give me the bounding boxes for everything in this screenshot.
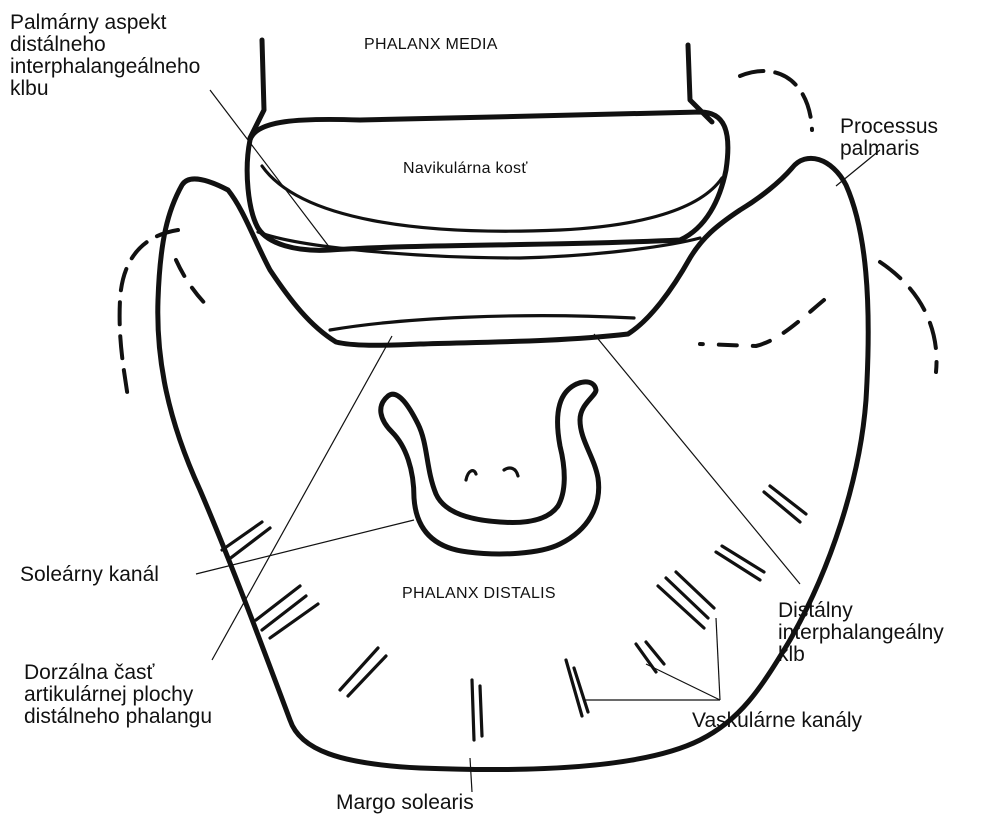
label-margo-solearis: Margo solearis <box>336 792 474 814</box>
label-phalanx-distalis: PHALANX DISTALIS <box>402 583 556 605</box>
cartilage-left-inner-dashed <box>176 260 212 310</box>
leader-vascular-2 <box>716 618 720 700</box>
solear-notch-left <box>466 471 476 480</box>
solear-canal-outline <box>381 382 599 554</box>
leader-distal-joint <box>594 334 800 584</box>
label-dorsal-articular-part: Dorzálna časť artikulárnej plochy distál… <box>24 662 212 728</box>
cartilage-right-dashed <box>740 71 812 130</box>
leader-margo-solearis <box>470 758 472 792</box>
cartilage-right-outer-dashed <box>880 262 937 372</box>
phalanx-media-left-edge <box>250 40 264 138</box>
leader-palmar-aspect <box>210 90 330 248</box>
distal-articular-edge <box>330 316 634 330</box>
label-processus-palmaris: Processus palmaris <box>840 116 938 160</box>
leader-vascular-1 <box>646 664 720 700</box>
label-navicular-bone: Navikulárna kosť <box>403 158 528 180</box>
phalanx-distalis-outline <box>158 158 868 769</box>
solear-notch-right <box>504 468 518 476</box>
cartilage-left-dashed <box>120 230 178 398</box>
label-solear-canal: Soleárny kanál <box>20 564 159 586</box>
label-palmar-aspect: Palmárny aspekt distálneho interphalange… <box>10 12 200 100</box>
cartilage-right-inner-dashed <box>700 300 824 346</box>
label-phalanx-media: PHALANX MEDIA <box>364 34 498 56</box>
label-vascular-canals: Vaskulárne kanály <box>692 710 862 732</box>
label-distal-joint: Distálny interphalangeálny klb <box>778 600 944 666</box>
leader-dorsal-part <box>212 336 392 660</box>
